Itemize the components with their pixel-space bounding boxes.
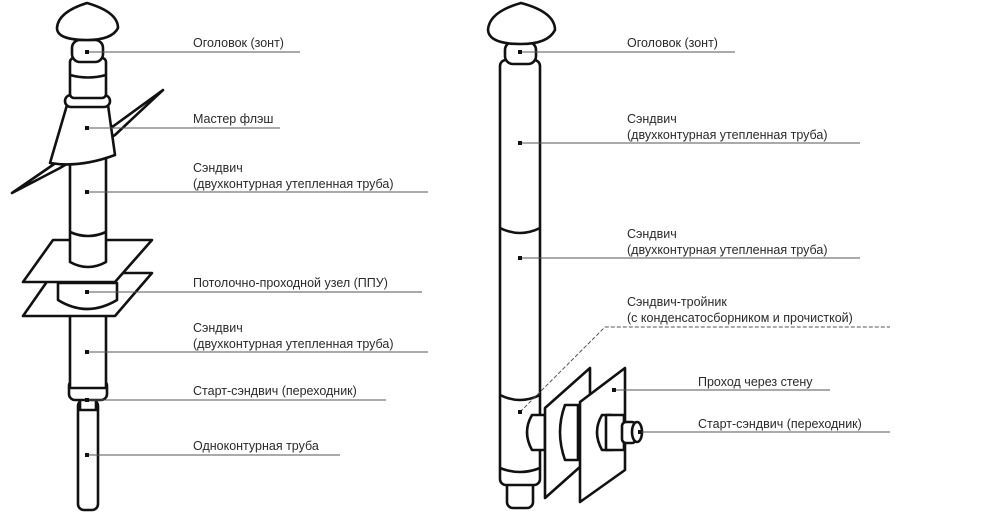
- label-title: Сэндвич: [627, 112, 677, 126]
- label-subtitle: (двухконтурная утепленная труба): [193, 337, 394, 351]
- pipe-joint: [69, 230, 107, 238]
- label-master-flash: Мастер флэш: [193, 112, 274, 126]
- upper-sandwich-pipe: [68, 148, 108, 269]
- top-pipe-joint: [69, 73, 107, 79]
- label-subtitle: (двухконтурная утепленная труба): [193, 177, 394, 191]
- label-title: Сэндвич-тройник: [627, 295, 727, 309]
- label-ceiling-pass: Потолочно-проходной узел (ППУ): [193, 276, 388, 290]
- ceiling-pass-unit: [56, 281, 119, 311]
- tee-joint: [499, 393, 541, 402]
- label-sandwich-right-lower: Сэндвич (двухконтурная утепленная труба): [627, 226, 828, 258]
- master-flash-cone: [48, 103, 117, 166]
- label-cap: Оголовок (зонт): [193, 36, 284, 50]
- label-sandwich-right-upper: Сэндвич (двухконтурная утепленная труба): [627, 111, 828, 143]
- label-title: Сэндвич: [193, 161, 243, 175]
- label-subtitle: (с конденсатосборником и прочисткой): [627, 311, 853, 325]
- cap-umbrella: [55, 1, 120, 42]
- right-chimney: [486, 1, 644, 510]
- lower-sandwich-pipe: [68, 308, 108, 390]
- tee-bottom-ring: [499, 466, 541, 474]
- label-sandwich-lower: Сэндвич (двухконтурная утепленная труба): [193, 320, 394, 352]
- right-leader-lines: [518, 50, 890, 434]
- label-sandwich-upper: Сэндвич (двухконтурная утепленная труба): [193, 160, 394, 192]
- cap-umbrella: [486, 1, 557, 46]
- pipe-joint: [499, 226, 541, 235]
- left-chimney: [10, 1, 165, 512]
- label-title: Сэндвич: [193, 321, 243, 335]
- label-subtitle: (двухконтурная утепленная труба): [627, 243, 828, 257]
- label-single-pipe: Одноконтурная труба: [193, 439, 319, 453]
- tee-branch: [525, 413, 547, 452]
- left-leader-lines: [85, 50, 428, 457]
- wall-pass-sleeve: [558, 403, 580, 462]
- label-start-adapter-right: Старт-сэндвич (переходник): [698, 417, 862, 431]
- label-subtitle: (двухконтурная утепленная труба): [627, 128, 828, 142]
- label-cap-right: Оголовок (зонт): [627, 36, 718, 50]
- label-title: Сэндвич: [627, 227, 677, 241]
- label-sandwich-tee: Сэндвич-тройник (с конденсатосборником и …: [627, 294, 853, 326]
- label-start-adapter: Старт-сэндвич (переходник): [193, 384, 357, 398]
- label-wall-pass: Проход через стену: [698, 375, 813, 389]
- master-flash-sheet: [10, 88, 165, 195]
